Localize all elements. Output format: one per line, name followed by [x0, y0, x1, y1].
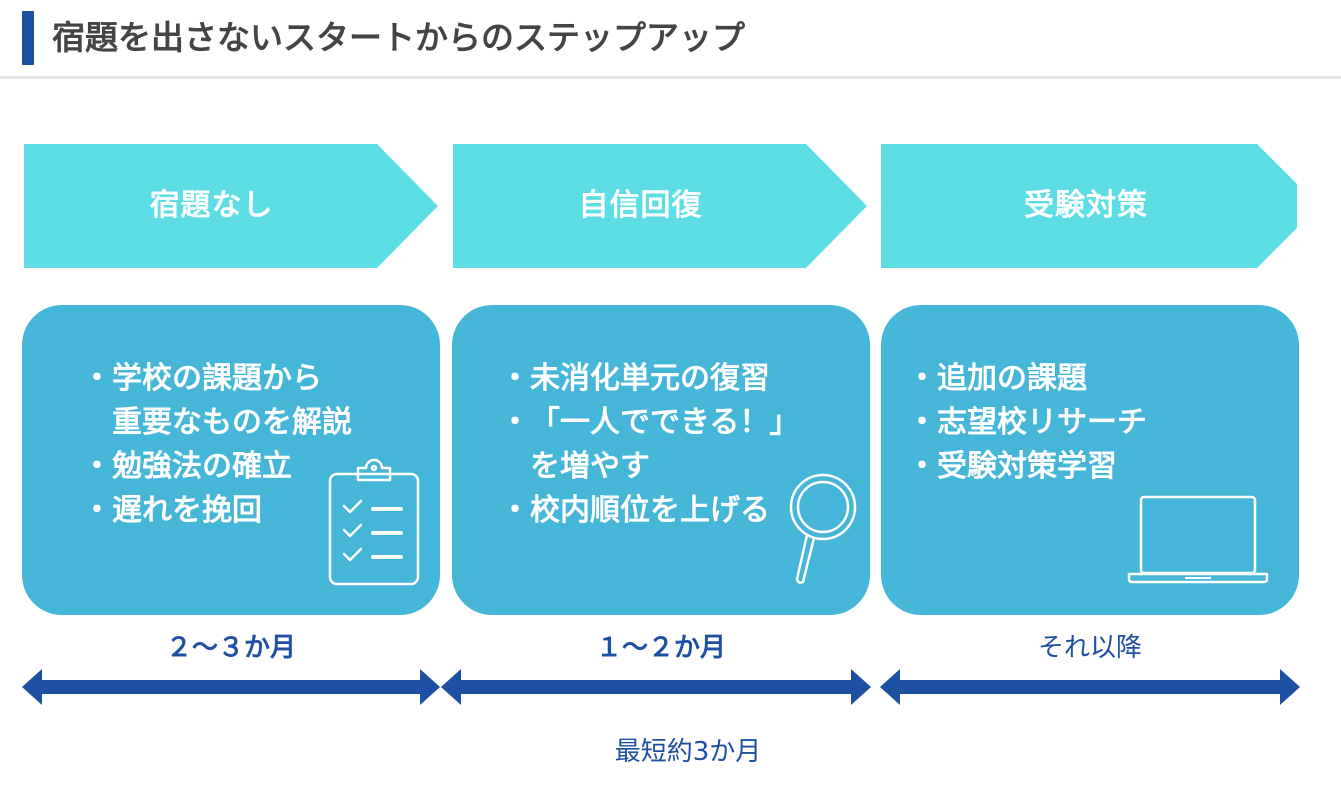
list-item-text: 未消化単元の復習	[530, 361, 770, 396]
page-title: 宿題を出さないスタートからのステップアップ	[52, 18, 745, 57]
phase-chevron-2: 自信回復	[453, 144, 869, 268]
laptop-icon	[1127, 495, 1269, 584]
phase-item-list: 学校の課題から 重要なものを解説 勉強法の確立 遅れを挽回	[82, 357, 352, 533]
list-item-text: 重要なものを解説	[112, 405, 352, 440]
header-accent-bar	[22, 11, 34, 65]
magnifying-glass-icon	[789, 473, 857, 584]
clipboard-checklist-icon	[328, 458, 420, 586]
list-item-text: 「一人でできる！」	[530, 405, 800, 440]
phase-chevron-3: 受験対策	[881, 144, 1297, 268]
phase-item-list: 未消化単元の復習 「一人でできる！」 を増やす 校内順位を上げる	[500, 357, 800, 533]
duration-label-1: ２～３か月	[165, 633, 296, 663]
list-item: 学校の課題から 重要なものを解説	[82, 357, 352, 445]
total-duration-label: 最短約3か月	[614, 737, 762, 767]
list-item: 志望校リサーチ	[907, 401, 1147, 445]
duration-label-3: それ以降	[1037, 633, 1142, 663]
phase-label: 自信回復	[578, 188, 703, 223]
list-item-text: 追加の課題	[937, 361, 1087, 396]
phase-chevron-1: 宿題なし	[24, 144, 440, 268]
list-item: 受験対策学習	[907, 445, 1147, 489]
list-item: 勉強法の確立	[82, 445, 352, 489]
double-arrow-1	[22, 669, 440, 705]
double-arrow-3	[880, 669, 1300, 705]
phase-label: 受験対策	[1024, 188, 1148, 223]
double-arrow-2	[441, 669, 871, 705]
list-item-text: を増やす	[530, 449, 650, 484]
list-item-text: 受験対策学習	[937, 449, 1117, 484]
list-item: 未消化単元の復習	[500, 357, 799, 401]
list-item-text: 志望校リサーチ	[937, 405, 1147, 440]
list-item: 校内順位を上げる	[500, 489, 799, 533]
list-item: 追加の課題	[907, 357, 1147, 401]
duration-label-2: １～２か月	[595, 633, 726, 663]
list-item-text: 遅れを挽回	[112, 493, 262, 528]
phase-card-2: 未消化単元の復習 「一人でできる！」 を増やす 校内順位を上げる	[452, 305, 870, 615]
page-header: 宿題を出さないスタートからのステップアップ	[0, 0, 1341, 79]
list-item: 「一人でできる！」 を増やす	[500, 401, 800, 489]
phase-card-3: 追加の課題 志望校リサーチ 受験対策学習	[881, 305, 1299, 615]
phase-item-list: 追加の課題 志望校リサーチ 受験対策学習	[907, 357, 1147, 489]
list-item: 遅れを挽回	[82, 489, 352, 533]
phase-label: 宿題なし	[149, 188, 274, 223]
list-item-text: 勉強法の確立	[112, 449, 292, 484]
list-item-text: 校内順位を上げる	[530, 493, 770, 528]
list-item-text: 学校の課題から	[112, 361, 322, 396]
phase-card-1: 学校の課題から 重要なものを解説 勉強法の確立 遅れを挽回	[22, 305, 440, 615]
